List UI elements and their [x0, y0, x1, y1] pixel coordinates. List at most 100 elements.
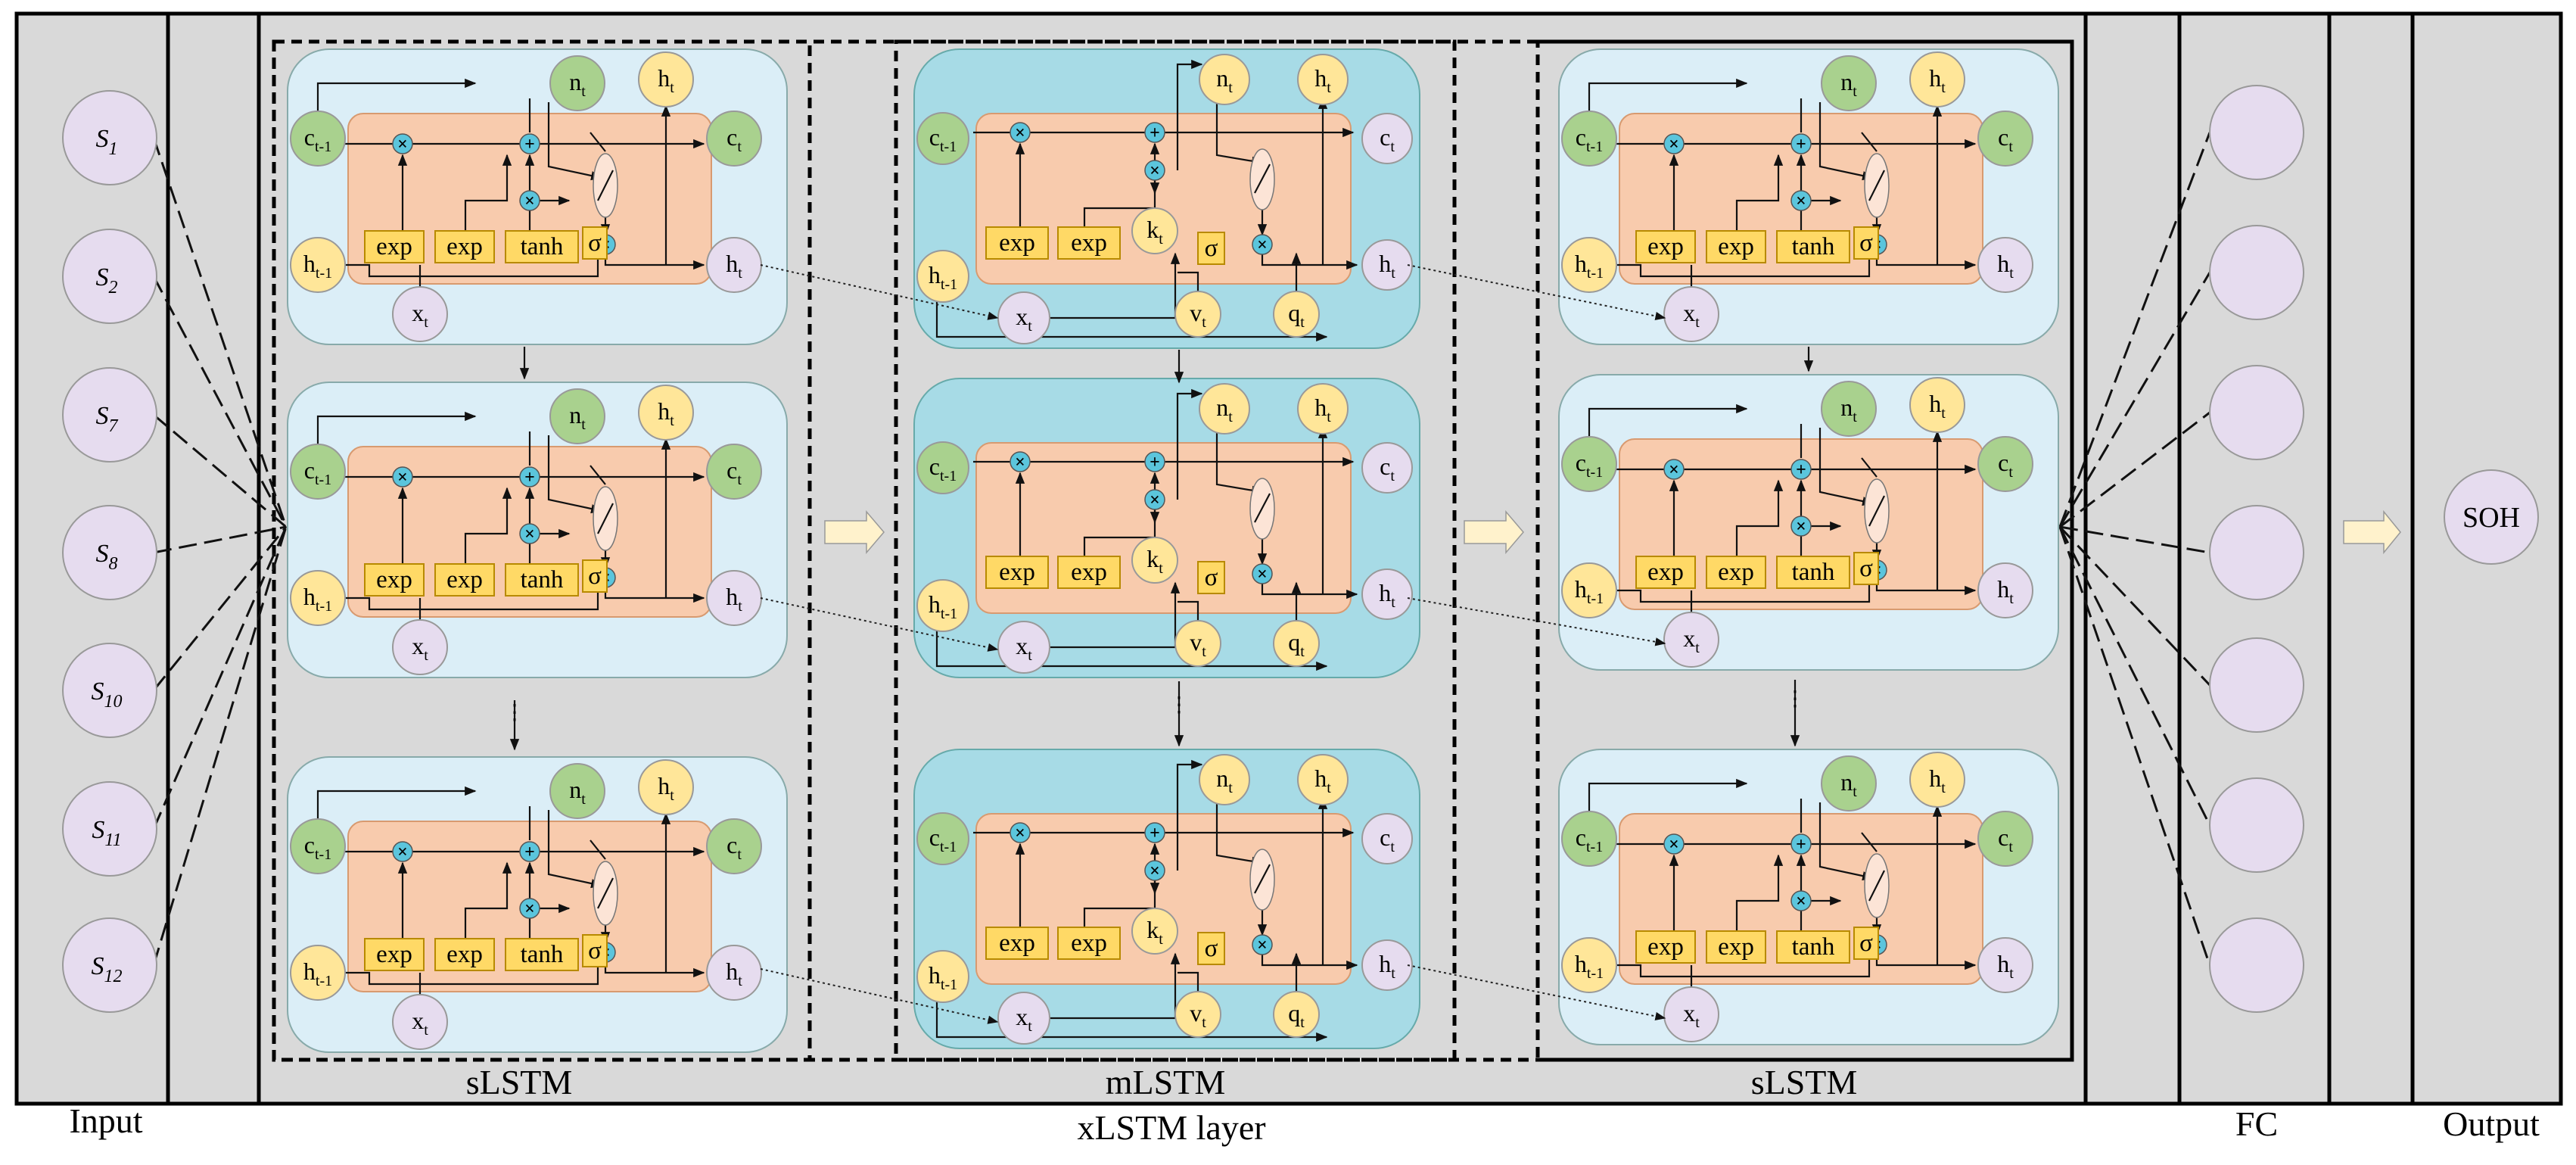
- sigma-gate-text: σ: [1205, 935, 1218, 962]
- n-node-label: nt: [1840, 768, 1857, 800]
- forget-mult-op-symbol: ×: [1669, 835, 1679, 855]
- exp-gate-2-text: exp: [446, 233, 483, 260]
- c-prev-node-label-base: c: [929, 123, 940, 151]
- h-right-node-label-base: h: [1379, 579, 1391, 606]
- h-out-node-label-base: h: [1314, 64, 1327, 92]
- flow-arrows: [824, 509, 2401, 555]
- flow-arrow-2: [1464, 509, 1524, 555]
- h-right-node-label-base: h: [1997, 250, 2009, 277]
- n-node: [1199, 54, 1250, 105]
- x-node-label: xt: [1683, 299, 1700, 331]
- input-node-sub: 2: [109, 278, 118, 297]
- flow-arrow-1: [824, 509, 885, 555]
- k-node-label-sub: t: [1159, 931, 1163, 948]
- h-out-node-label-base: h: [1929, 64, 1941, 92]
- h-prev-line: [341, 590, 599, 611]
- n-node: [1199, 383, 1250, 435]
- c-out-node: [1361, 813, 1413, 864]
- output-mult-op: [1252, 234, 1273, 255]
- input-mult-op-symbol: ×: [524, 192, 535, 211]
- h-right-node: [1361, 239, 1413, 291]
- c-prev-node-label: ct-1: [1576, 824, 1603, 855]
- h-right-node-label-sub: t: [2009, 965, 2014, 982]
- exp-gate-2: [434, 563, 495, 597]
- exp-gate-1: [1635, 230, 1696, 263]
- forget-mult-op-symbol: ×: [1015, 824, 1025, 843]
- q-node-label-base: q: [1288, 299, 1300, 326]
- h-out-node-label-sub: t: [1941, 405, 1946, 422]
- h-prev-node: [916, 250, 969, 303]
- v-node: [1174, 291, 1221, 338]
- exp-gate-1-text: exp: [999, 559, 1035, 586]
- h-out-node: [1297, 383, 1349, 435]
- exp-line-2: [1735, 479, 1784, 556]
- exp-gate-1: [985, 556, 1049, 589]
- k-node: [1131, 537, 1178, 584]
- h-right-node-label: ht: [1379, 950, 1395, 982]
- h-right-node-label-sub: t: [1391, 594, 1395, 611]
- input-mult-op-symbol: ×: [524, 525, 535, 544]
- h-right-node: [706, 945, 762, 1001]
- input-node: [62, 90, 157, 185]
- state-add-op: [1144, 822, 1165, 843]
- k-node-label-base: k: [1146, 916, 1159, 943]
- c-out-node: [1361, 113, 1413, 164]
- n-node-label: nt: [569, 68, 586, 100]
- c-out-node-label-base: c: [1998, 449, 2008, 476]
- n-to-div-line: [1818, 802, 1874, 881]
- n-node-label: nt: [1216, 64, 1233, 96]
- k-node: [1131, 908, 1178, 955]
- h-out-node-label: ht: [1929, 390, 1946, 422]
- n-bypass-line: [316, 411, 477, 449]
- continuation-dots-1: ⋮: [504, 701, 525, 724]
- n-node-label: nt: [569, 401, 586, 433]
- exp-line-2: [464, 861, 512, 939]
- sigma-gate: [1853, 226, 1879, 260]
- fc-node: [2209, 777, 2304, 873]
- n-node-label-base: n: [1216, 394, 1228, 421]
- c-out-node-label: ct: [1380, 453, 1395, 484]
- forget-mult-op: [1010, 451, 1031, 472]
- h-right-node-label-sub: t: [1391, 265, 1395, 282]
- input-mult-op: [1790, 890, 1812, 911]
- c-prev-node-label-sub: t-1: [315, 472, 331, 488]
- c-prev-node-label-base: c: [1576, 449, 1586, 476]
- input-node-label: S10: [92, 678, 123, 712]
- exp-line-2: [464, 154, 512, 231]
- x-node-label-base: x: [412, 299, 424, 326]
- h-right-node-label-base: h: [726, 958, 738, 985]
- input-connection: [152, 526, 288, 830]
- x-node-label: xt: [1016, 632, 1032, 664]
- n-bypass-line: [316, 78, 477, 116]
- c-prev-node-label-sub: t-1: [940, 139, 957, 155]
- k-mult-op-symbol: ×: [1150, 491, 1160, 510]
- input-node-label: S7: [96, 402, 119, 436]
- h-right-node-label-base: h: [726, 250, 738, 277]
- k-node: [1131, 207, 1178, 254]
- input-node: [62, 917, 157, 1013]
- tanh-gate: [1776, 930, 1850, 964]
- x-node-label-base: x: [1683, 999, 1695, 1026]
- exp-gate-2: [1706, 930, 1766, 964]
- q-node-label: qt: [1288, 299, 1305, 331]
- h-prev-node: [916, 579, 969, 632]
- division-slash: [597, 503, 614, 534]
- input-node-sub: 1: [109, 139, 118, 159]
- c-out-node-label: ct: [1998, 449, 2013, 481]
- handoff-line-2: [760, 597, 999, 652]
- division-slash: [1254, 864, 1271, 894]
- cells-layer: ×+××expexptanhσct-1ht-1xtnthtctht×+××exp…: [287, 48, 2059, 1053]
- x-node-label: xt: [412, 632, 428, 664]
- h-out-node: [638, 51, 694, 107]
- c-out-node-label-sub: t: [737, 139, 742, 155]
- n-node-label-base: n: [1840, 768, 1853, 796]
- c-out-node-label-base: c: [1380, 453, 1390, 480]
- forget-mult-op-symbol: ×: [397, 135, 408, 154]
- forget-mult-op: [392, 841, 413, 862]
- input-mult-op-symbol: ×: [524, 899, 535, 919]
- fc-node: [2209, 225, 2304, 320]
- division-slash: [1254, 493, 1271, 523]
- h-prev-node: [1561, 237, 1617, 293]
